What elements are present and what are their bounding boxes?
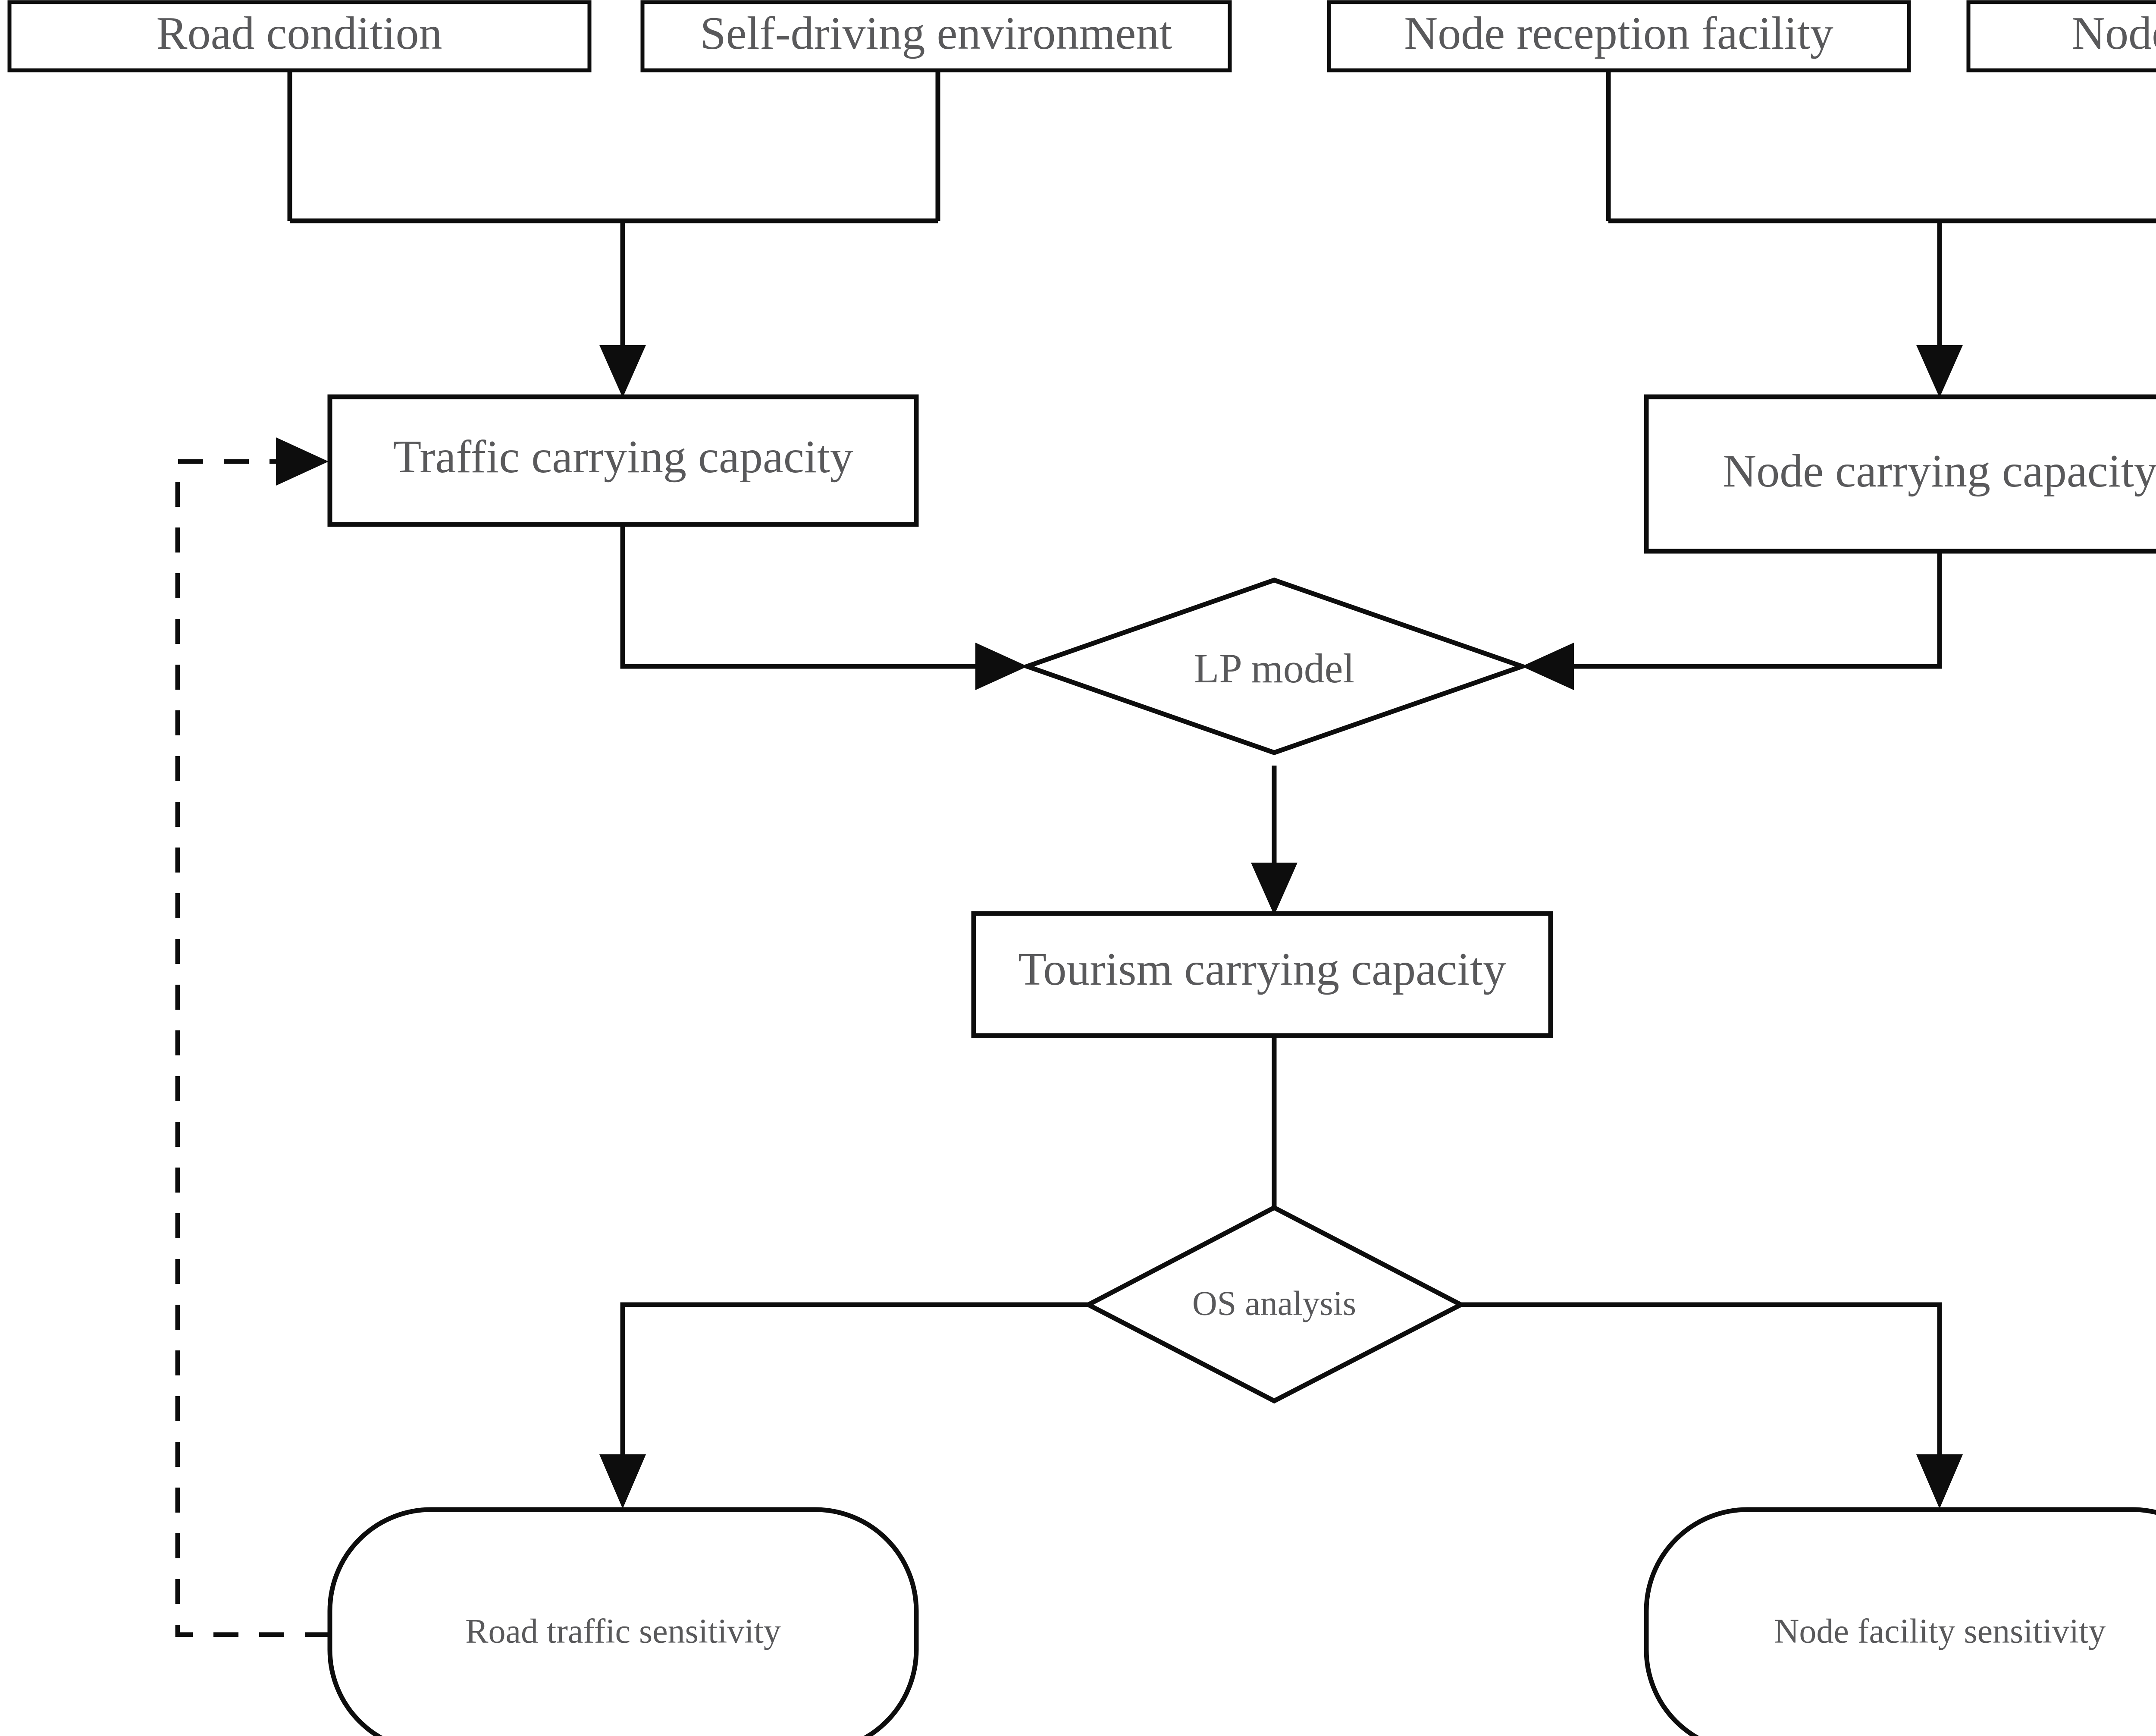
node-lp-model-label: LP model bbox=[1194, 645, 1354, 691]
node-self-driving-environment[interactable]: Self-driving environment bbox=[640, 0, 1232, 72]
node-road-traffic-sensitivity[interactable]: Road traffic sensitivity bbox=[327, 1507, 919, 1736]
node-traffic-carrying-capacity[interactable]: Traffic carrying capacity bbox=[327, 394, 919, 527]
node-node-facility-sensitivity-shape bbox=[1644, 1507, 2156, 1736]
node-road-traffic-sensitivity-shape bbox=[327, 1507, 919, 1736]
node-tourism-carrying-capacity-shape bbox=[971, 911, 1553, 1038]
node-node-retention-time-shape bbox=[1966, 0, 2156, 72]
node-self-driving-environment-label: Self-driving environment bbox=[700, 8, 1172, 59]
node-lp-model[interactable]: LP model bbox=[1020, 578, 1529, 755]
arrowhead-to-node-capacity bbox=[1916, 345, 1963, 398]
arrowhead-to-node-sensitivity bbox=[1916, 1454, 1963, 1509]
node-os-analysis[interactable]: OS analysis bbox=[1083, 1205, 1466, 1404]
arrowhead-to-road-sensitivity bbox=[599, 1454, 646, 1509]
node-traffic-carrying-capacity-label: Traffic carrying capacity bbox=[393, 431, 853, 483]
node-node-carrying-capacity-shape bbox=[1644, 394, 2156, 554]
node-tourism-carrying-capacity-label: Tourism carrying capacity bbox=[1018, 944, 1506, 995]
node-road-condition[interactable]: Road condition bbox=[7, 0, 592, 72]
node-node-reception-facility-label: Node reception facility bbox=[1404, 8, 1833, 59]
node-node-retention-time[interactable]: Node retention time bbox=[1966, 0, 2156, 72]
arrowhead-feedback-left bbox=[276, 437, 329, 486]
node-os-analysis-label: OS analysis bbox=[1192, 1284, 1356, 1322]
edge-os-to-node-sensitivity bbox=[1460, 1302, 1942, 1479]
node-node-reception-facility-shape bbox=[1327, 0, 1911, 72]
node-self-driving-environment-shape bbox=[640, 0, 1232, 72]
node-tourism-carrying-capacity[interactable]: Tourism carrying capacity bbox=[971, 911, 1553, 1038]
node-node-facility-sensitivity-label: Node facility sensitivity bbox=[1774, 1612, 2106, 1650]
edge-feedback-road-sensitivity bbox=[175, 459, 330, 1637]
node-node-carrying-capacity-label: Node carrying capacity bbox=[1723, 446, 2156, 497]
node-node-reception-facility[interactable]: Node reception facility bbox=[1327, 0, 1911, 72]
node-road-condition-shape bbox=[7, 0, 592, 72]
arrowhead-lp-right bbox=[1522, 643, 1574, 690]
node-node-carrying-capacity[interactable]: Node carrying capacity bbox=[1644, 394, 2156, 554]
arrowhead-to-traffic-capacity bbox=[599, 345, 646, 398]
node-lp-model-shape bbox=[1020, 578, 1529, 755]
arrowhead-to-tourism bbox=[1251, 863, 1297, 915]
node-traffic-carrying-capacity-shape bbox=[327, 394, 919, 527]
node-road-condition-label: Road condition bbox=[157, 8, 442, 59]
edge-node-to-lp bbox=[1549, 551, 1942, 669]
node-os-analysis-shape bbox=[1083, 1205, 1466, 1404]
node-road-traffic-sensitivity-label: Road traffic sensitivity bbox=[465, 1612, 781, 1650]
edge-os-to-road-sensitivity bbox=[620, 1302, 1089, 1479]
arrowhead-lp-left bbox=[975, 643, 1028, 690]
edge-traffic-to-lp bbox=[620, 524, 1000, 669]
node-node-facility-sensitivity[interactable]: Node facility sensitivity bbox=[1644, 1507, 2156, 1736]
node-node-retention-time-label: Node retention time bbox=[2071, 8, 2156, 59]
